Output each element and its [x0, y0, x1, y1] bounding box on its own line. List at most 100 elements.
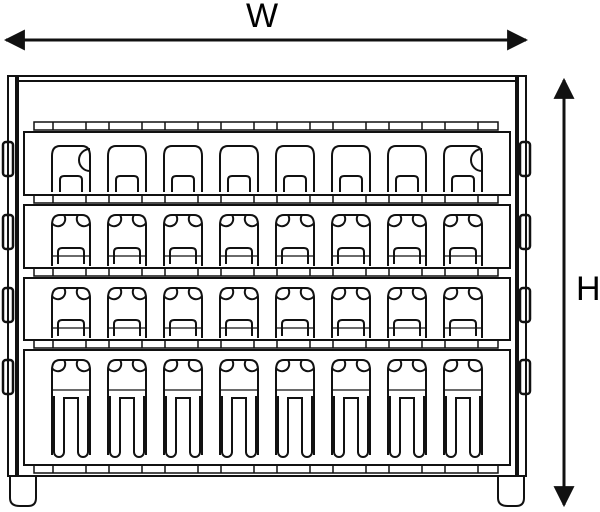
terminal-corner-left [219, 214, 235, 228]
terminal-screw-slot [169, 247, 197, 264]
terminal-cell [107, 214, 147, 266]
terminal-cell [51, 145, 91, 192]
terminal-corner-right [187, 359, 203, 373]
terminal-corner-right [131, 214, 147, 228]
terminal-cell [107, 359, 147, 455]
terminal-screw-slot [449, 247, 477, 264]
terminal-corner-left [163, 287, 179, 301]
terminal-screw-slot [169, 319, 197, 336]
rail-1 [33, 194, 499, 204]
terminal-corner-left [443, 287, 459, 301]
terminal-cell [387, 287, 427, 338]
terminal-fork-slot [445, 396, 481, 458]
left-side-plate [7, 75, 19, 477]
terminal-corner-right [187, 287, 203, 301]
width-label: W [246, 0, 279, 35]
terminal-corner-left [387, 359, 403, 373]
terminal-cell [219, 145, 259, 192]
terminal-screw-slot [281, 247, 309, 264]
terminal-cell [163, 359, 203, 455]
terminal-round-detail [470, 148, 483, 172]
terminal-corner-right [299, 214, 315, 228]
terminal-corner-left [387, 287, 403, 301]
terminal-cell [163, 214, 203, 266]
terminal-cell [331, 214, 371, 266]
terminal-corner-right [355, 359, 371, 373]
terminal-cell [275, 145, 315, 192]
terminal-corner-right [131, 359, 147, 373]
terminal-cell [387, 145, 427, 192]
terminal-cell [331, 287, 371, 338]
terminal-cell [275, 359, 315, 455]
terminal-fork-slot [277, 396, 313, 458]
terminal-fork-slot [165, 396, 201, 458]
terminal-corner-right [75, 214, 91, 228]
outer-frame [15, 75, 519, 477]
terminal-screw-slot [337, 247, 365, 264]
terminal-corner-right [467, 359, 483, 373]
terminal-screw-slot [113, 319, 141, 336]
terminal-cell [51, 214, 91, 266]
terminal-corner-left [443, 359, 459, 373]
terminal-corner-left [51, 359, 67, 373]
rail-0 [33, 121, 499, 131]
terminal-corner-left [443, 214, 459, 228]
terminal-corner-right [411, 214, 427, 228]
terminal-round-detail [78, 148, 91, 172]
terminal-screw-slot [57, 247, 85, 264]
right-side-plate [515, 75, 527, 477]
terminal-cell [107, 145, 147, 192]
terminal-fork-slot [333, 396, 369, 458]
terminal-corner-left [219, 287, 235, 301]
terminal-corner-left [331, 287, 347, 301]
terminal-screw-slot [337, 319, 365, 336]
rail-3 [33, 339, 499, 349]
terminal-corner-left [331, 359, 347, 373]
terminal-screw-slot [225, 247, 253, 264]
terminal-screw-slot [57, 319, 85, 336]
terminal-fork-slot [109, 396, 145, 458]
terminal-corner-right [467, 214, 483, 228]
terminal-corner-right [187, 214, 203, 228]
terminal-cell [219, 287, 259, 338]
terminal-screw-slot [339, 175, 363, 192]
terminal-corner-right [355, 214, 371, 228]
terminal-corner-left [387, 214, 403, 228]
terminal-screw-slot [115, 175, 139, 192]
terminal-corner-right [299, 287, 315, 301]
terminal-screw-slot [113, 247, 141, 264]
terminal-corner-right [411, 359, 427, 373]
terminal-corner-left [163, 359, 179, 373]
terminal-corner-left [275, 287, 291, 301]
terminal-cell [331, 145, 371, 192]
tier-4 [23, 349, 511, 466]
rail-4 [33, 464, 499, 474]
tier-3 [23, 277, 511, 341]
terminal-corner-left [107, 287, 123, 301]
terminal-corner-left [219, 359, 235, 373]
terminal-cell [219, 359, 259, 455]
height-label: H [576, 270, 600, 308]
right-clip [518, 140, 532, 178]
right-leg [497, 476, 525, 507]
left-clip [1, 140, 15, 178]
terminal-screw-slot [449, 319, 477, 336]
terminal-screw-slot [227, 175, 251, 192]
terminal-fork-slot [53, 396, 89, 458]
terminal-corner-right [299, 359, 315, 373]
terminal-corner-left [275, 359, 291, 373]
terminal-screw-slot [283, 175, 307, 192]
terminal-screw-slot [393, 247, 421, 264]
terminal-corner-left [163, 214, 179, 228]
terminal-cell [51, 287, 91, 338]
left-leg [9, 476, 37, 507]
terminal-screw-slot [171, 175, 195, 192]
left-clip [1, 213, 15, 251]
terminal-cell [443, 359, 483, 455]
terminal-corner-left [107, 214, 123, 228]
tier-2 [23, 204, 511, 269]
terminal-corner-right [411, 287, 427, 301]
terminal-screw-slot [393, 319, 421, 336]
terminal-corner-left [51, 287, 67, 301]
